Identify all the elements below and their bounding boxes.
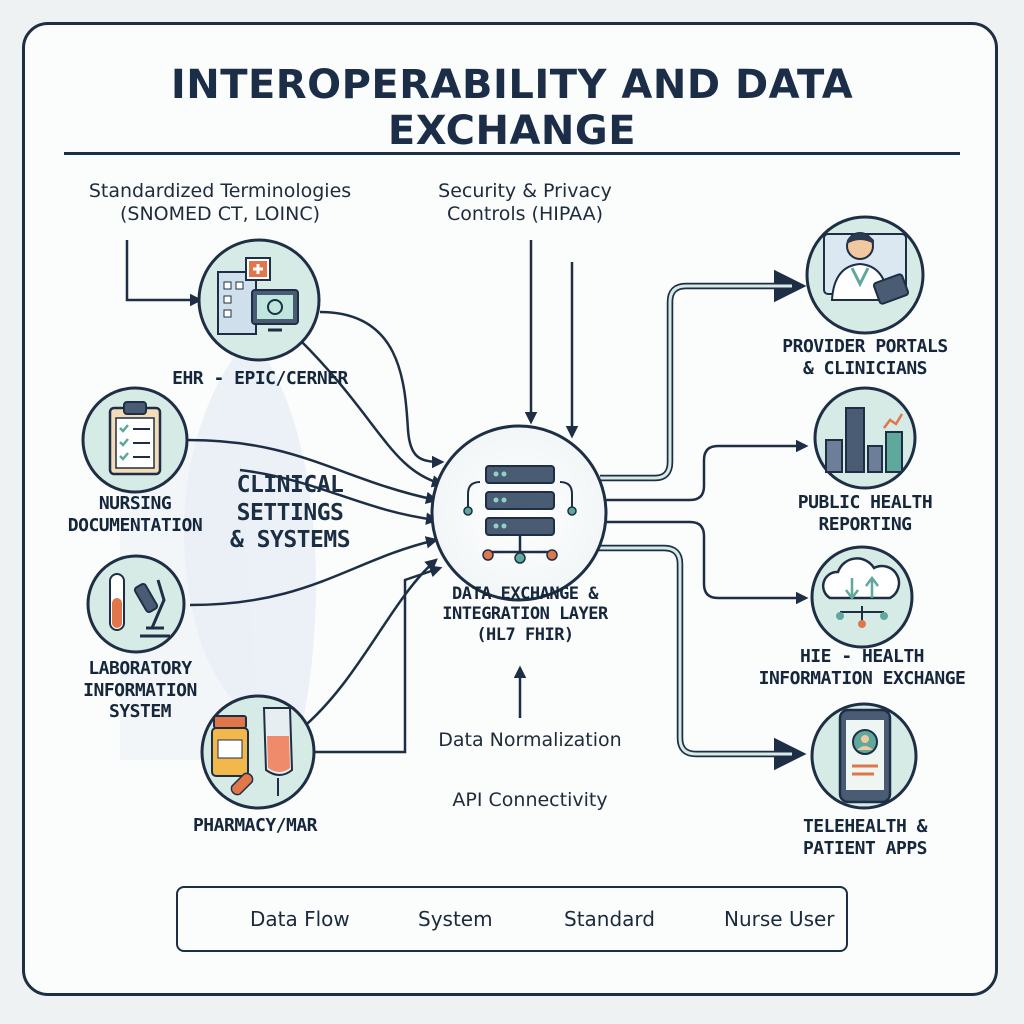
public-health-line-2: REPORTING <box>818 513 912 535</box>
hie-line-2: INFORMATION EXCHANGE <box>758 667 966 689</box>
source-lab-node <box>86 554 186 654</box>
public-health-line-1: PUBLIC HEALTH <box>797 492 933 513</box>
source-label-ehr: EHR - EPIC/CERNER <box>172 368 348 389</box>
arrow-terminologies <box>125 240 203 307</box>
legend-label-standard: Standard <box>564 907 655 931</box>
provider-line-2: & CLINICIANS <box>802 357 928 379</box>
hub-label: DATA EXCHANGE & INTEGRATION LAYER (HL7 F… <box>415 584 635 645</box>
title-divider <box>64 152 960 155</box>
telehealth-line-1: TELEHEALTH & <box>802 816 928 837</box>
flow-hub-provider <box>600 269 807 482</box>
source-nursing-node <box>81 386 189 494</box>
clinical-settings-label: CLINICAL SETTINGS & SYSTEMS <box>220 472 360 555</box>
flow-arc-outer <box>299 339 445 488</box>
dest-telehealth-node <box>810 702 918 810</box>
legend-label-data-flow: Data Flow <box>250 907 350 931</box>
provider-line-1: PROVIDER PORTALS <box>782 336 948 357</box>
dest-label-hie: HIE - HEALTH INFORMATION EXCHANGE <box>742 646 982 689</box>
dest-hie-node <box>810 545 914 649</box>
dest-label-provider: PROVIDER PORTALS & CLINICIANS <box>760 336 970 379</box>
security-line-1: Security & Privacy <box>438 180 612 202</box>
legend: Data Flow System Standard Nurse User <box>176 886 848 952</box>
hub-line-3: (HL7 FHIR) <box>476 624 574 645</box>
page-title: INTEROPERABILITY AND DATA EXCHANGE <box>170 62 854 154</box>
lab-line-1: LABORATORY <box>88 658 192 679</box>
flow-nursing-hub <box>187 438 439 505</box>
clinical-line-1: CLINICAL <box>236 472 344 498</box>
terminologies-line-2: (SNOMED CT, LOINC) <box>119 202 321 225</box>
source-pharmacy-node <box>200 694 316 810</box>
clinical-line-2: SETTINGS <box>236 499 344 526</box>
telehealth-line-2: PATIENT APPS <box>802 837 928 859</box>
lab-line-3: SYSTEM <box>108 701 172 723</box>
legend-label-system: System <box>418 907 493 931</box>
terminologies-label: Standardized Terminologies (SNOMED CT, L… <box>40 180 400 226</box>
source-label-nursing: NURSING DOCUMENTATION <box>40 493 230 536</box>
hub-node <box>430 424 608 602</box>
flow-hub-public-health <box>604 439 809 502</box>
microscope-icon <box>109 573 170 638</box>
clinician-tablet-icon <box>823 232 910 305</box>
lab-line-2: INFORMATION <box>83 679 197 701</box>
cloud-network-icon <box>821 557 901 628</box>
security-label: Security & Privacy Controls (HIPAA) <box>410 180 640 226</box>
flow-nursing-hub-2 <box>239 468 439 525</box>
dest-label-public-health: PUBLIC HEALTH REPORTING <box>760 492 970 535</box>
flow-pharmacy-hub <box>312 565 443 754</box>
source-label-pharmacy: PHARMACY/MAR <box>192 815 318 836</box>
dest-label-telehealth: TELEHEALTH & PATIENT APPS <box>760 816 970 859</box>
hub-line-2: INTEGRATION LAYER <box>442 604 608 625</box>
security-line-2: Controls (HIPAA) <box>446 202 604 225</box>
terminologies-line-1: Standardized Terminologies <box>88 180 352 202</box>
flow-ehr-hub <box>319 310 445 469</box>
phone-app-icon <box>838 708 892 804</box>
api-label: API Connectivity <box>452 789 608 811</box>
flow-pharmacy-arc <box>299 558 438 731</box>
normalization-label: Data Normalization <box>438 729 622 751</box>
dest-provider-node <box>805 215 925 335</box>
dest-public-health-node <box>813 386 917 490</box>
flow-hub-hie <box>604 520 809 605</box>
nursing-line-2: DOCUMENTATION <box>67 514 203 536</box>
source-ehr-node <box>197 238 321 362</box>
legend-label-nurse-user: Nurse User <box>724 907 835 931</box>
clinical-settings-band <box>120 440 260 760</box>
hie-line-1: HIE - HEALTH <box>799 646 925 667</box>
pharmacy-iv-icon <box>211 707 294 796</box>
nursing-line-1: NURSING <box>98 493 172 514</box>
source-label-lab: LABORATORY INFORMATION SYSTEM <box>50 658 230 723</box>
clinical-line-3: & SYSTEMS <box>229 527 351 554</box>
clipboard-icon <box>108 401 162 476</box>
city-chart-icon <box>825 407 904 473</box>
hospital-monitor-icon <box>217 257 299 335</box>
server-stack-icon <box>463 465 577 564</box>
hub-line-1: DATA EXCHANGE & <box>451 584 599 604</box>
flow-lab-hub <box>189 536 439 607</box>
